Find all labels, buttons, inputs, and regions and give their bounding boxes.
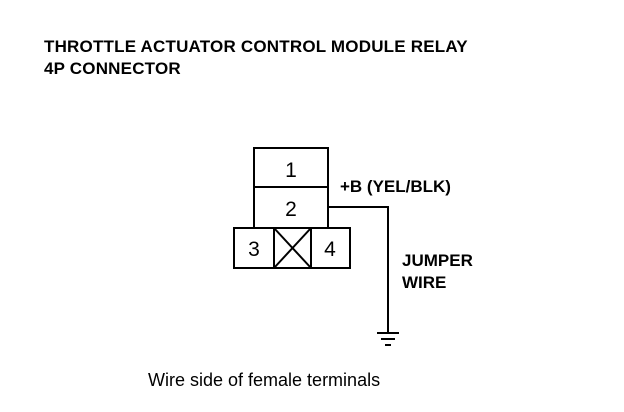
jumper-wire-label-line-1: JUMPER [402,251,473,270]
jumper-wire-label-line-2: WIRE [402,273,446,292]
connector-4p [233,147,351,269]
jumper-wire [328,206,389,333]
power-label: +B (YEL/BLK) [340,177,451,196]
unused-cavity-x-icon [273,227,312,269]
diagram-title-line-1: THROTTLE ACTUATOR CONTROL MODULE RELAY [44,37,468,56]
connector-lower-body [233,227,351,269]
diagram-caption: Wire side of female terminals [148,370,381,390]
terminal-3-label: 3 [248,238,260,261]
ground-icon [377,332,399,346]
terminal-1-label: 1 [285,159,297,182]
diagram-title-line-2: 4P CONNECTOR [44,59,181,78]
terminal-4-label: 4 [324,238,336,261]
terminal-2-label: 2 [285,198,297,221]
